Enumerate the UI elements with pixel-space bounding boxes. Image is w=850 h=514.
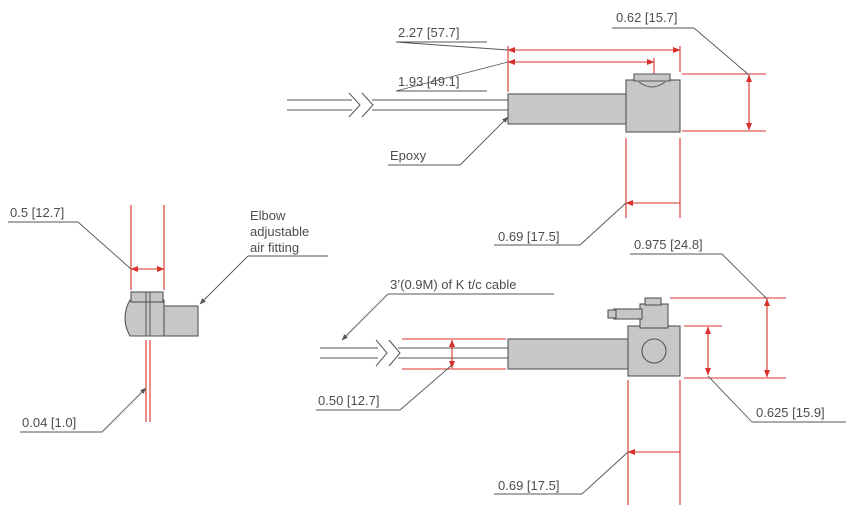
dim-slot-label: 0.04 [1.0]: [22, 415, 76, 430]
top-head-cap: [633, 73, 671, 82]
elbow-label-3: air fitting: [250, 240, 299, 255]
top-probe-tube: [507, 93, 629, 125]
dim-tube-diameter-label: 0.50 [12.7]: [318, 393, 379, 408]
elbow-label-1: Elbow: [250, 208, 286, 223]
dim-overall-label: 2.27 [57.7]: [398, 25, 459, 40]
bottom-view: 3’(0.9M) of K t/c cable 0.50 [12.7] 0.97…: [316, 237, 846, 505]
dim-total-height-label: 0.975 [24.8]: [634, 237, 703, 252]
bottom-probe-tube: [507, 338, 631, 370]
top-view: 2.27 [57.7] 1.93 [49.1] 0.62 [15.7]: [287, 10, 766, 246]
dim-slot-width: 0.04 [1.0]: [20, 340, 151, 433]
dim-tube-label: 1.93 [49.1]: [398, 74, 459, 89]
dim-side-width: 0.5 [12.7]: [8, 205, 165, 290]
dim-tube-diameter: 0.50 [12.7]: [316, 338, 506, 411]
fitting-port: [641, 338, 667, 364]
dim-body-height: 0.625 [15.9]: [684, 325, 846, 423]
epoxy-label: Epoxy: [390, 148, 427, 163]
cable-callout: 3’(0.9M) of K t/c cable: [341, 277, 554, 341]
dim-side-width-label: 0.5 [12.7]: [10, 205, 64, 220]
dim-total-height: 0.975 [24.8]: [630, 237, 786, 379]
epoxy-callout: Epoxy: [388, 116, 509, 166]
dim-tube-length: 1.93 [49.1]: [395, 58, 655, 92]
bottom-cable: [320, 339, 510, 367]
top-probe-head: [625, 79, 681, 133]
top-cable: [287, 92, 510, 118]
dim-head-width-top: 0.69 [17.5]: [494, 138, 681, 246]
bottom-probe-head: [607, 297, 681, 377]
dim-height-label: 0.62 [15.7]: [616, 10, 677, 25]
dim-body-height-label: 0.625 [15.9]: [756, 405, 825, 420]
cable-label: 3’(0.9M) of K t/c cable: [390, 277, 516, 292]
dim-head-bottom-label: 0.69 [17.5]: [498, 478, 559, 493]
dim-head-width-bottom: 0.69 [17.5]: [494, 380, 681, 505]
dim-head-top-label: 0.69 [17.5]: [498, 229, 559, 244]
elbow-callout: Elbow adjustable air fitting: [199, 208, 328, 305]
dim-overall-length: 2.27 [57.7]: [395, 25, 681, 92]
side-view: 0.5 [12.7] 0.04 [1.0] Elbow adjustable a…: [8, 205, 328, 433]
side-probe-body: [124, 291, 199, 337]
elbow-label-2: adjustable: [250, 224, 309, 239]
dim-head-height: 0.62 [15.7]: [612, 10, 766, 132]
